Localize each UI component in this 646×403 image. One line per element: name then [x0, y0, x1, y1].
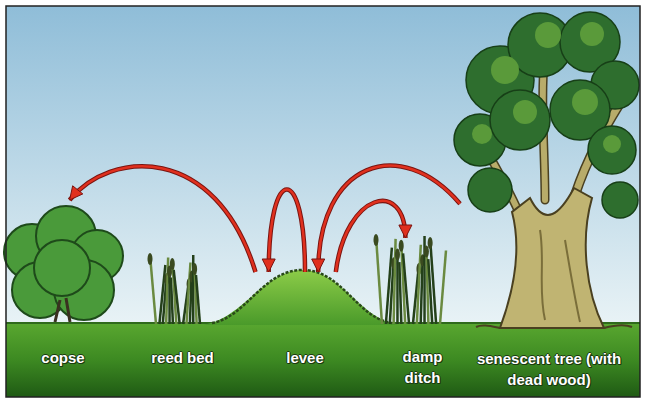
reed-bed-plants-part: [148, 253, 153, 265]
reed-bed-plants-part: [150, 255, 156, 324]
senescent-tree-part-part: [535, 22, 561, 48]
ditch-reeds-part: [440, 251, 446, 325]
copse-area: copse: [8, 200, 118, 368]
senescent-tree-part-part: [572, 89, 598, 115]
arrow-line: [336, 201, 406, 272]
ditch-reeds-part: [421, 256, 423, 324]
picture-frame: [6, 6, 640, 397]
arrow-head: [399, 225, 412, 238]
ditch-reeds-part: [403, 253, 409, 324]
arrow-outline: [318, 166, 460, 272]
arrow-outline: [336, 201, 406, 272]
senescent-tree-part-part: [513, 100, 537, 124]
arrow-head: [70, 186, 83, 200]
levee-mound-part: [212, 270, 392, 323]
senescent-tree-part-part: [580, 22, 604, 46]
reed-bed-plants-part: [174, 270, 180, 324]
part-label: senescent tree (with dead wood): [474, 348, 624, 390]
damp-ditch-area: damp ditch: [375, 238, 470, 388]
copse-bush: [4, 206, 123, 322]
part-label: levee: [286, 347, 324, 368]
reed-bed-plants-part: [192, 263, 197, 275]
reed-bed-plants-part: [170, 258, 175, 270]
ditch-reeds-part: [395, 249, 400, 261]
ditch-reeds-part: [399, 240, 404, 252]
ditch-reeds-part: [426, 248, 428, 324]
reed-bed-plants: [148, 253, 201, 324]
reed-bed-area: reed bed: [135, 250, 230, 368]
ditch-reeds-part: [428, 237, 433, 249]
arrow-outline: [70, 166, 256, 272]
picture-frame-part: [6, 6, 640, 397]
arrow-head: [312, 259, 325, 272]
ditch-reeds-part: [424, 246, 429, 258]
ground: [6, 322, 640, 397]
ditch-reeds-part: [396, 251, 399, 325]
senescent-tree-part-part: [588, 126, 636, 174]
ditch-reeds-part: [376, 236, 382, 324]
senescent-tree-part: [540, 230, 580, 322]
tree-area: senescent tree (with dead wood): [460, 10, 638, 390]
part-label: reed bed: [151, 347, 214, 368]
copse-bush-part: [34, 240, 90, 296]
levee-area: levee: [250, 272, 360, 368]
copse-bush-part: [55, 298, 70, 322]
senescent-tree-part: [476, 325, 632, 328]
senescent-tree-part-part: [602, 182, 638, 218]
arrow-line: [70, 166, 256, 272]
dispersal-arrow: [312, 166, 460, 272]
levee-mound: [200, 270, 402, 325]
ground-part: [6, 322, 640, 397]
part-label: copse: [41, 347, 84, 368]
senescent-tree-part-part: [491, 56, 519, 84]
dispersal-arrow: [70, 166, 256, 272]
dispersal-arrow: [262, 190, 305, 273]
senescent-tree: [454, 12, 639, 328]
ditch-reeds-part: [374, 234, 379, 246]
part-label: damp ditch: [392, 346, 454, 388]
senescent-tree-part-part: [490, 90, 550, 150]
senescent-tree-part-part: [603, 135, 621, 153]
senescent-tree-part: [454, 12, 639, 218]
ditch-reeds: [374, 234, 447, 324]
ditch-reeds-part: [399, 262, 401, 324]
senescent-tree-part-part: [468, 168, 512, 212]
arrow-head: [262, 259, 275, 272]
senescent-tree-part-part: [472, 124, 492, 144]
dispersal-arrow: [336, 201, 412, 272]
senescent-tree-part: [472, 22, 621, 153]
levee-mound-part: [200, 270, 402, 325]
arrow-line: [318, 166, 460, 272]
reed-bed-plants-part: [196, 275, 200, 324]
ditch-reeds-part: [430, 239, 436, 324]
senescent-tree-part: [500, 188, 604, 328]
